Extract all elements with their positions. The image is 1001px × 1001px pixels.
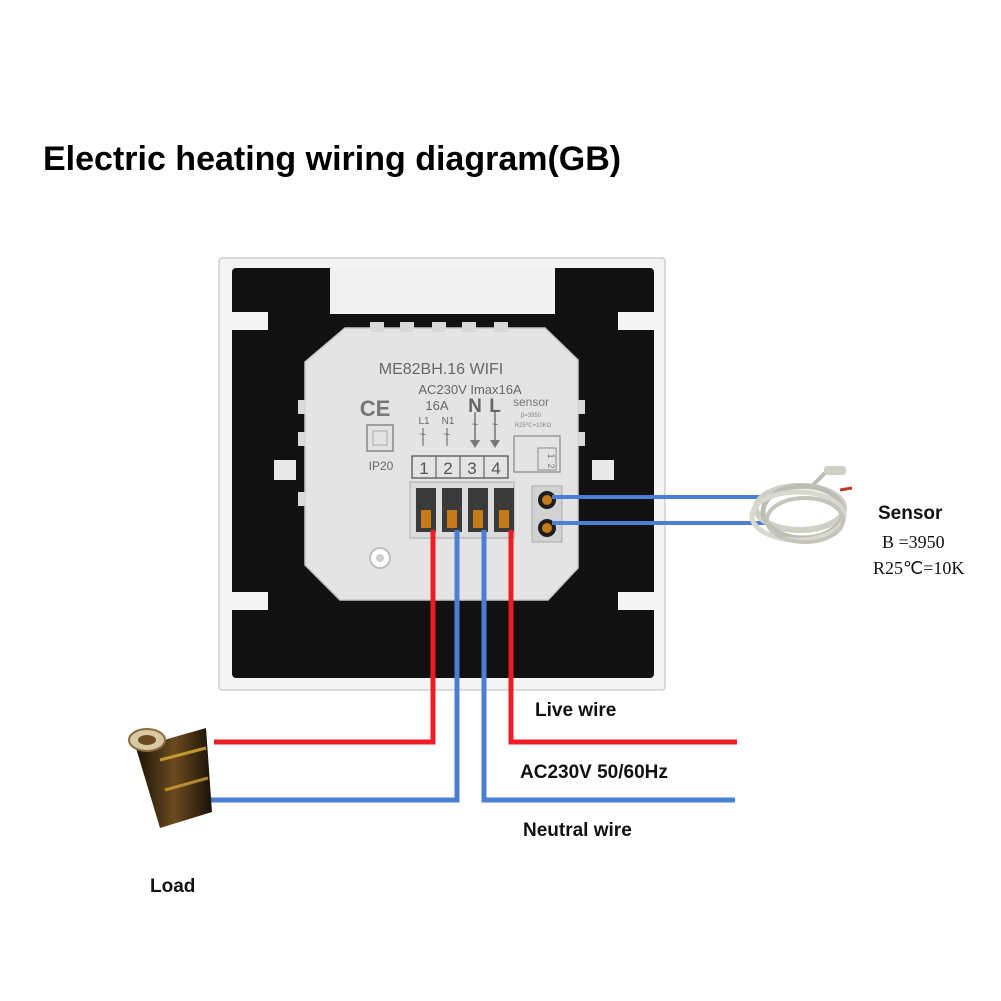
panel-notch (232, 312, 268, 330)
panel-notch (274, 460, 296, 480)
module-tab (298, 400, 306, 414)
neutral-wire-label: Neutral wire (523, 820, 632, 841)
sensor-beta-label: B =3950 (882, 532, 945, 552)
arrow-head (490, 440, 500, 448)
module-tab (298, 432, 306, 446)
sensor-small-beta: β=3950 (521, 413, 542, 419)
term-n1-text: N1 (442, 416, 455, 427)
letter-n-text: N (468, 396, 482, 417)
panel-notch (618, 592, 654, 610)
neutral-wire-load (206, 530, 460, 803)
load-label: Load (150, 876, 196, 897)
term-l1-text: L1 (418, 416, 430, 427)
live-wire-load (214, 530, 436, 745)
sensor-term-2: 2 (546, 463, 556, 468)
panel-notch (592, 460, 614, 480)
module-tab (577, 400, 585, 414)
neutral-wire-supply (481, 530, 735, 803)
module-tab (462, 322, 476, 332)
module-tab (400, 322, 414, 332)
ce-mark: CE (360, 396, 391, 421)
tilde-text: ~ (472, 419, 478, 431)
module-tab (370, 322, 384, 332)
current-text: 16A (425, 398, 448, 413)
live-wire-label: Live wire (535, 700, 617, 721)
tilde-text: ~ (420, 429, 426, 441)
terminal-number: 3 (467, 459, 476, 478)
sensor-small-r25: R25℃=10KΩ (515, 423, 552, 429)
arrow-head (470, 440, 480, 448)
sensor-schematic (513, 435, 561, 473)
terminal-number: 4 (491, 459, 500, 478)
panel-notch (618, 312, 654, 330)
sensor-small-label: sensor (513, 395, 549, 409)
terminal-number: 1 (419, 459, 428, 478)
sensor-socket (542, 523, 552, 533)
supply-label: AC230V 50/60Hz (520, 762, 668, 783)
ip-rating-text: IP20 (369, 459, 394, 473)
panel-notch (232, 592, 268, 610)
sensor-term-1: 1 (546, 453, 556, 458)
module-tab (432, 322, 446, 332)
letter-l-text: L (489, 396, 501, 417)
terminal-screw (421, 510, 431, 528)
load-heater-icon (128, 728, 212, 828)
terminal-screw (447, 510, 457, 528)
top-cutout (330, 268, 555, 314)
module-tab (298, 492, 306, 506)
sensor-label: Sensor (878, 503, 943, 524)
terminal-screw (499, 510, 509, 528)
sensor-r25-label: R25℃=10K (873, 558, 965, 578)
ip-box-inner (372, 430, 388, 446)
model-text: ME82BH.16 WIFI (379, 361, 503, 378)
live-wire-supply (508, 530, 737, 745)
tilde-text: ~ (492, 419, 498, 431)
ip-box (366, 424, 394, 452)
sensor-coil (749, 466, 853, 544)
screw-hole (376, 554, 384, 562)
tilde-text: ~ (444, 429, 450, 441)
sensor-schematic-inner (537, 447, 557, 471)
terminal-screw (473, 510, 483, 528)
rating-text: AC230V Imax16A (418, 382, 522, 397)
diagram-title: Electric heating wiring diagram(GB) (43, 140, 622, 178)
terminal-number: 2 (443, 459, 452, 478)
sensor-socket (542, 495, 552, 505)
module-tab (494, 322, 508, 332)
module-tab (577, 432, 585, 446)
